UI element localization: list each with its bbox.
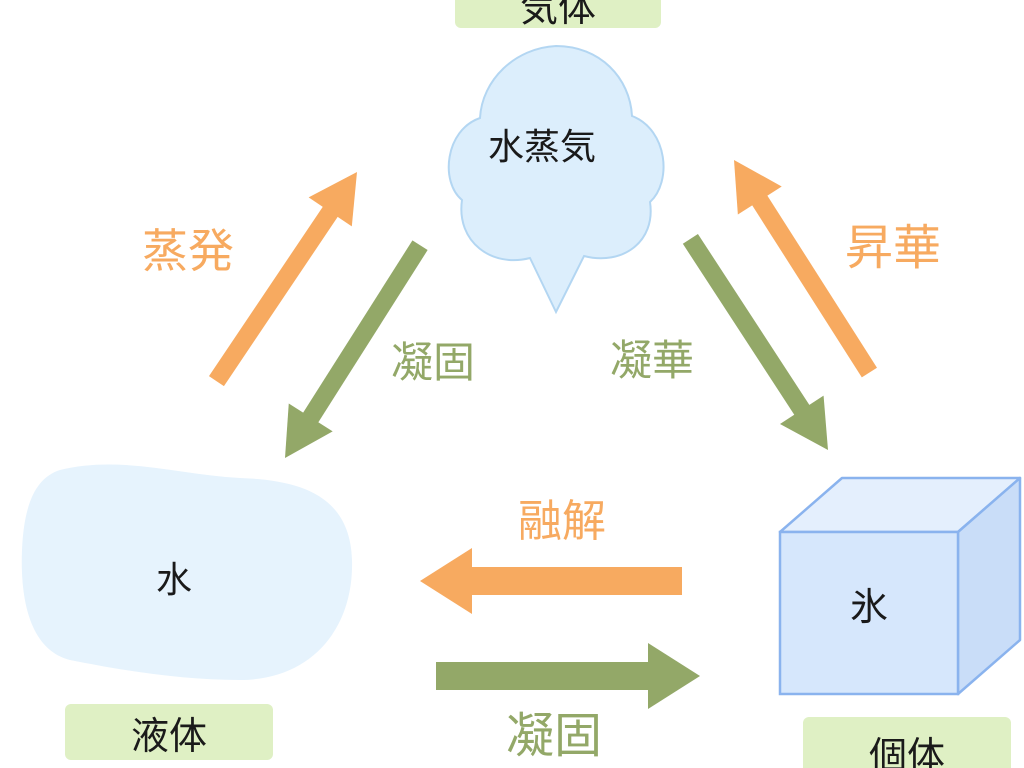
evaporation-label: 蒸発 [142, 224, 234, 278]
ice-cube-shape [778, 476, 1022, 696]
solid-state-text: 個体 [868, 734, 945, 768]
liquid-state-label: 液体 [65, 704, 273, 760]
melting-arrow [420, 548, 682, 614]
ice-name: 氷 [850, 585, 889, 629]
melting-label: 融解 [518, 496, 606, 547]
deposition-label: 凝華 [610, 336, 695, 385]
vapor-cloud-shape [447, 44, 665, 315]
water-puddle-shape [21, 464, 353, 680]
vapor-to-water-arrow [285, 240, 428, 458]
water-name: 水 [156, 560, 193, 601]
evaporation-arrow [208, 172, 357, 387]
deposition-arrow [682, 233, 828, 450]
gas-state-text: 気体 [519, 0, 596, 28]
freezing-arrow [436, 643, 700, 709]
liquid-state-text: 液体 [130, 713, 207, 758]
gas-state-label: 気体 [455, 0, 661, 28]
vapor-name: 水蒸気 [488, 127, 597, 168]
vapor-to-water-label: 凝固 [391, 338, 476, 387]
sublimation-label: 昇華 [845, 220, 942, 276]
sublimation-arrow [734, 160, 877, 378]
solid-state-label: 個体 [803, 717, 1011, 768]
freezing-label: 凝固 [506, 708, 603, 764]
